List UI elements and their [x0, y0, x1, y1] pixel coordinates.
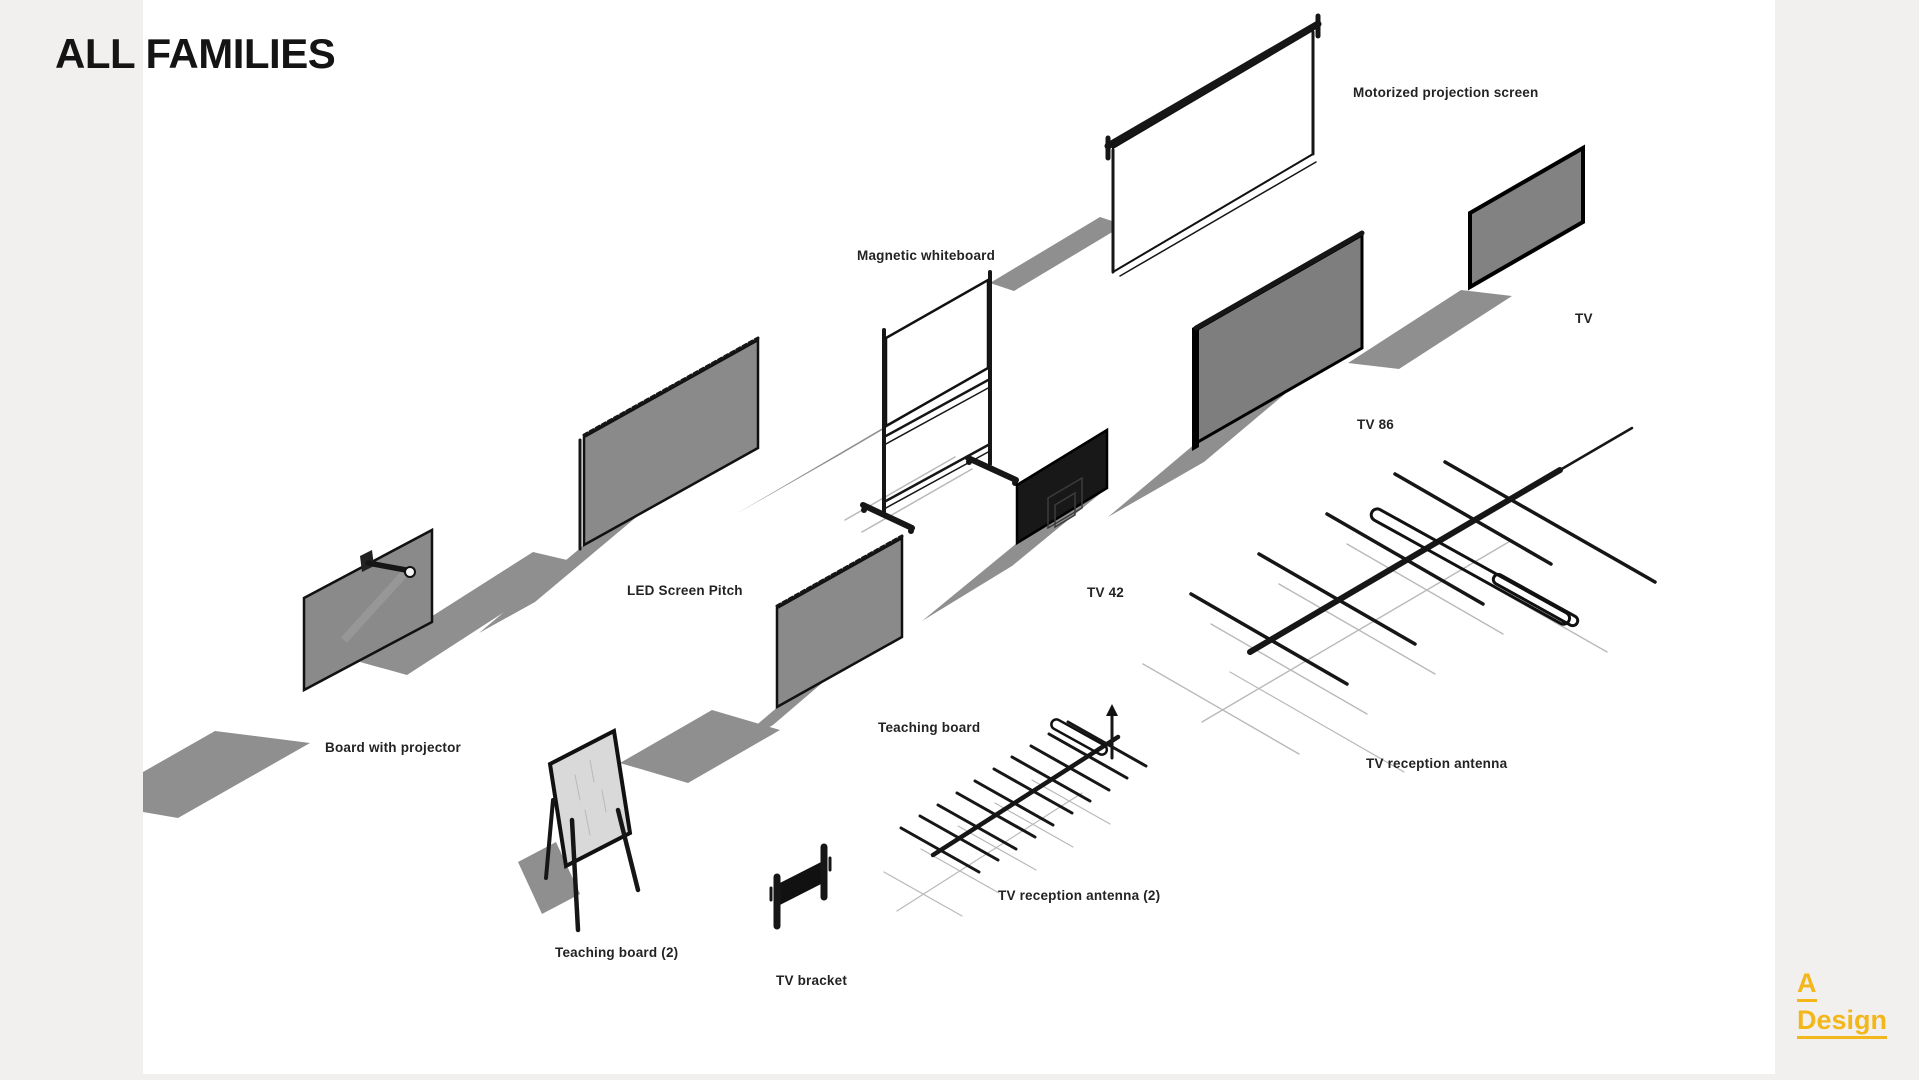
- label-tv-bracket: TV bracket: [776, 973, 848, 988]
- drawing-teaching-board: [775, 534, 904, 710]
- page-title: ALL FAMILIES: [55, 30, 336, 77]
- drawing-tv-bracket: [769, 843, 832, 930]
- label-magnetic-whiteboard: Magnetic whiteboard: [857, 248, 996, 263]
- drawing-tv-86: [1192, 230, 1365, 451]
- brand-logo: A Design: [1797, 970, 1888, 1039]
- drawing-board-with-projector: [302, 527, 434, 693]
- bottom-margin-strip: [0, 1074, 1919, 1080]
- label-teaching-board-2: Teaching board (2): [555, 945, 679, 960]
- drawing-tv-reception-antenna-2: [883, 704, 1148, 917]
- label-tv-reception-antenna: TV reception antenna: [1366, 756, 1508, 771]
- label-motorized-projection-screen: Motorized projection screen: [1353, 85, 1539, 100]
- brand-logo-line2: Design: [1797, 1007, 1888, 1039]
- drawing-tv-reception-antenna: [1142, 426, 1657, 773]
- label-tv-86: TV 86: [1357, 417, 1395, 432]
- drawing-tv-42: [1015, 427, 1109, 546]
- drawing-tv: [1468, 144, 1585, 291]
- label-board-with-projector: Board with projector: [325, 740, 462, 755]
- drawing-led-screen-pitch: [578, 336, 760, 551]
- label-tv-42: TV 42: [1087, 585, 1125, 600]
- label-teaching-board: Teaching board: [878, 720, 981, 735]
- brand-logo-line1: A: [1797, 970, 1817, 1002]
- left-margin-strip: [0, 0, 143, 1080]
- drawing-motorized-projection-screen: [1104, 13, 1322, 277]
- drawing-teaching-board-2: [544, 727, 641, 933]
- drawing-magnetic-whiteboard: [844, 270, 1019, 534]
- label-tv-reception-antenna-2: TV reception antenna (2): [998, 888, 1161, 903]
- label-led-screen-pitch: LED Screen Pitch: [627, 583, 743, 598]
- right-margin-strip: [1775, 0, 1919, 1080]
- label-tv: TV: [1575, 311, 1593, 326]
